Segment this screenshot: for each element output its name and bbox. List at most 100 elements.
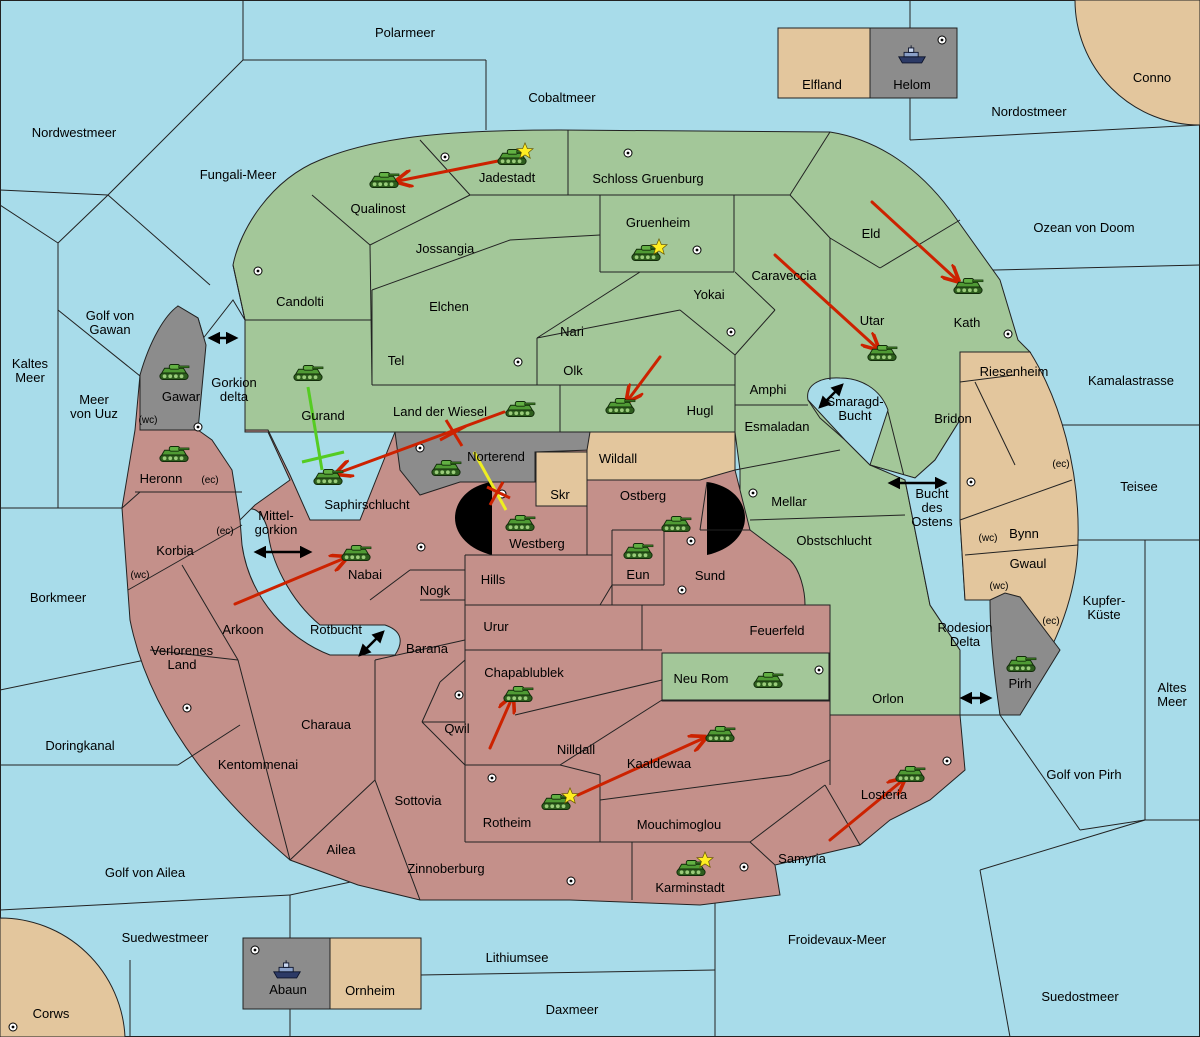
label-nari: Nari (560, 324, 584, 339)
label-elfland: Elfland (802, 77, 842, 92)
label-ec-1: (ec) (201, 475, 218, 486)
label-ostberg: Ostberg (620, 488, 666, 503)
label-korbia: Korbia (156, 543, 194, 558)
label-wc-3: (wc) (131, 570, 150, 581)
label-nilldall: Nilldall (557, 742, 595, 757)
label-jadestadt: Jadestadt (479, 170, 536, 185)
sc-icon (487, 773, 497, 783)
neurom-region (661, 652, 830, 702)
skr-region (535, 451, 588, 507)
westberg-cap (455, 482, 492, 555)
sc-icon (440, 152, 450, 162)
label-wc-6: (wc) (990, 581, 1009, 592)
label-suedostmeer: Suedostmeer (1041, 989, 1119, 1004)
label-eun: Eun (626, 567, 649, 582)
label-obstschlucht: Obstschlucht (796, 533, 872, 548)
label-daxmeer: Daxmeer (546, 1002, 599, 1017)
label-froidevaux: Froidevaux-Meer (788, 932, 887, 947)
label-ornheim: Ornheim (345, 983, 395, 998)
label-jossangia: Jossangia (416, 241, 475, 256)
sc-icon (739, 862, 749, 872)
sc-icon (686, 536, 696, 546)
label-gwaul: Gwaul (1010, 556, 1047, 571)
label-chapa: Chapablublek (484, 665, 564, 680)
rotbucht-sea (239, 508, 401, 656)
label-riesenheim: Riesenheim (980, 364, 1049, 379)
label-ec-4: (ec) (1052, 459, 1069, 470)
conno-region (1074, 0, 1200, 126)
label-golfpirh: Golf von Pirh (1046, 767, 1121, 782)
label-conno: Conno (1133, 70, 1171, 85)
label-tel: Tel (388, 353, 405, 368)
sc-icon (942, 756, 952, 766)
sc-icon (748, 488, 758, 498)
label-nordwestmeer: Nordwestmeer (32, 125, 117, 140)
label-ailea: Ailea (327, 842, 357, 857)
pirh-region (989, 592, 1061, 716)
move-orders (233, 159, 957, 842)
label-kamalastrasse: Kamalastrasse (1088, 373, 1174, 388)
label-qwil: Qwil (444, 721, 469, 736)
label-norterend: Norterend (467, 449, 525, 464)
support-order (301, 450, 345, 464)
label-nabai: Nabai (348, 567, 382, 582)
label-lithiumsee: Lithiumsee (486, 950, 549, 965)
sc-icon (937, 35, 947, 45)
support-order (306, 386, 324, 471)
territory-borders (121, 130, 1079, 901)
label-bridon: Bridon (934, 411, 972, 426)
sc-icon (814, 665, 824, 675)
label-orlon: Orlon (872, 691, 904, 706)
label-zinnoberburg: Zinnoberburg (407, 861, 484, 876)
label-helom: Helom (893, 77, 931, 92)
label-westberg: Westberg (509, 536, 564, 551)
label-sottovia: Sottovia (395, 793, 443, 808)
label-abaun: Abaun (269, 982, 307, 997)
label-kentommenai: Kentommenai (218, 757, 298, 772)
label-utar: Utar (860, 313, 885, 328)
label-neurom: Neu Rom (674, 671, 729, 686)
label-smaragd: Smaragd-Bucht (826, 394, 883, 423)
sc-icon (250, 945, 260, 955)
label-wc-5: (wc) (979, 533, 998, 544)
label-feuerfeld: Feuerfeld (750, 623, 805, 638)
sc-icon (1003, 329, 1013, 339)
label-urur: Urur (483, 619, 509, 634)
sc-icon (966, 477, 976, 487)
yellow-order (472, 451, 508, 511)
label-skr: Skr (550, 487, 570, 502)
sc-icon (8, 1022, 18, 1032)
label-qualinost: Qualinost (351, 201, 406, 216)
sc-icon (193, 422, 203, 432)
label-arkoon: Arkoon (222, 622, 263, 637)
gorkion-channel (197, 299, 291, 522)
label-doringkanal: Doringkanal (45, 738, 114, 753)
label-barana: Barana (406, 641, 449, 656)
label-amphi: Amphi (750, 382, 787, 397)
label-borkmeer: Borkmeer (30, 590, 87, 605)
ostberg-cap (707, 482, 745, 555)
label-nogk: Nogk (420, 583, 451, 598)
label-bynn: Bynn (1009, 526, 1039, 541)
label-kath: Kath (954, 315, 981, 330)
label-eld: Eld (862, 226, 881, 241)
label-wildall: Wildall (599, 451, 637, 466)
sc-icon (416, 542, 426, 552)
sc-icon (677, 585, 687, 595)
label-mouchimoglou: Mouchimoglou (637, 817, 722, 832)
label-hugl: Hugl (687, 403, 714, 418)
label-kupfer: Kupfer-Küste (1083, 593, 1126, 622)
label-losteria: Losteria (861, 787, 908, 802)
label-saphir: Saphirschlucht (324, 497, 410, 512)
sc-icon (566, 876, 576, 886)
sc-icon (623, 148, 633, 158)
